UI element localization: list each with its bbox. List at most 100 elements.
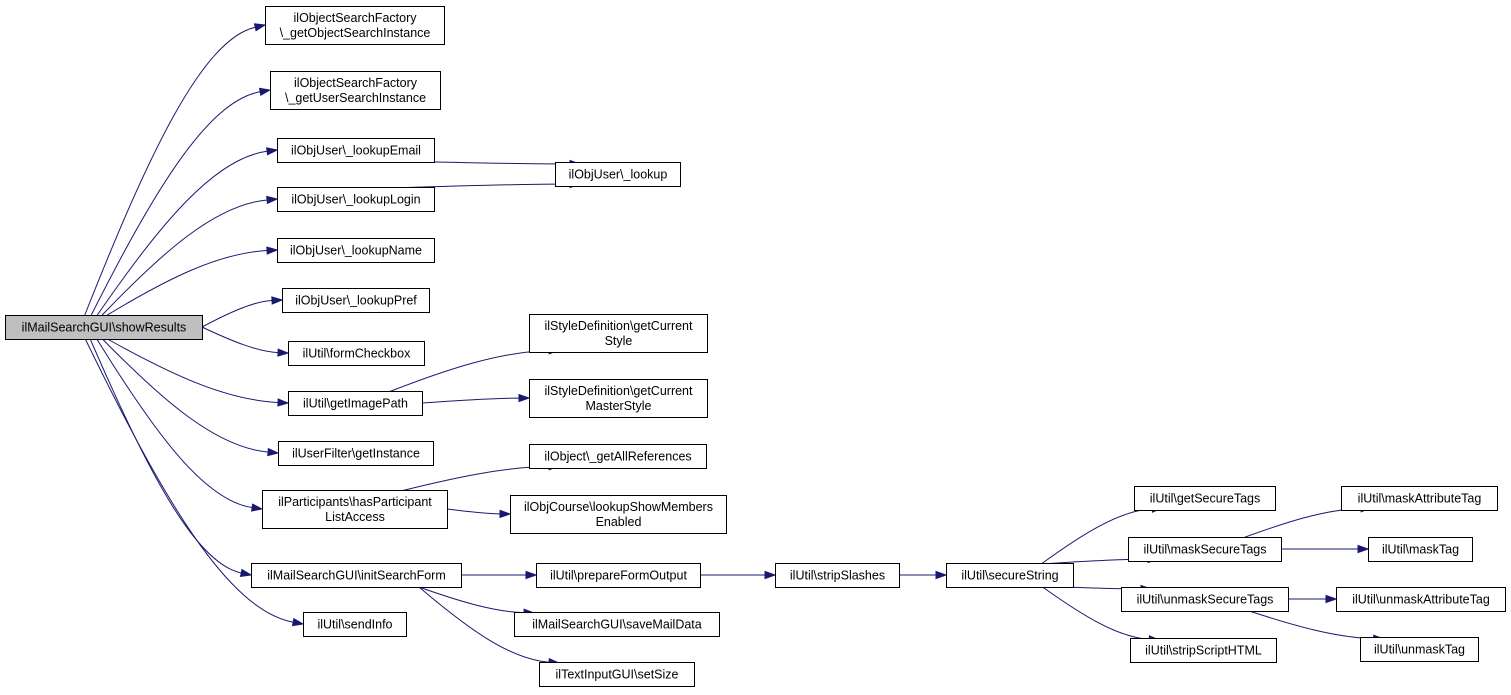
edge-show-results-to-get-image-path <box>107 338 290 407</box>
arrowhead <box>764 570 777 580</box>
edge-line <box>107 250 268 316</box>
node-box <box>270 71 441 110</box>
node-get-image-path[interactable]: ilUtil\getImagePath <box>288 391 423 416</box>
node-box <box>1368 537 1473 562</box>
node-strip-script-html[interactable]: ilUtil\stripScriptHTML <box>1130 638 1277 663</box>
node-label: ilObjUser\_lookupPref <box>295 294 417 308</box>
node-get-all-references[interactable]: ilObject\_getAllReferences <box>529 444 707 469</box>
node-box <box>277 187 435 212</box>
node-box <box>1128 537 1282 562</box>
node-box <box>1341 486 1498 511</box>
node-box <box>539 662 695 687</box>
edge-line <box>107 338 279 403</box>
node-get-instance[interactable]: ilUserFilter\getInstance <box>278 441 434 466</box>
arrowhead <box>266 147 279 156</box>
node-get-secure-tags[interactable]: ilUtil\getSecureTags <box>1134 486 1276 511</box>
edge-show-results-to-lookup-email <box>96 147 279 316</box>
node-mask-tag[interactable]: ilUtil\maskTag <box>1368 537 1473 562</box>
arrowhead <box>253 23 267 32</box>
edge-line <box>1246 609 1374 640</box>
node-lookup-name[interactable]: ilObjUser\_lookupName <box>277 238 435 263</box>
node-label: \_getUserSearchInstance <box>285 91 426 105</box>
node-lookup[interactable]: ilObjUser\_lookup <box>555 162 681 187</box>
node-box <box>1130 638 1277 663</box>
node-show-results[interactable]: ilMailSearchGUI\showResults <box>5 315 203 340</box>
node-save-mail-data[interactable]: ilMailSearchGUI\saveMailData <box>514 612 720 637</box>
node-box <box>536 563 701 588</box>
edge-line <box>102 338 269 453</box>
edge-line <box>201 299 273 328</box>
node-label: ilUtil\unmaskAttributeTag <box>1352 593 1490 607</box>
edge-show-results-to-get-user-search-instance <box>90 87 272 316</box>
edge-line <box>96 150 268 316</box>
node-label: ilUtil\formCheckbox <box>303 347 411 361</box>
edge-line <box>1242 507 1362 539</box>
node-lookup-login[interactable]: ilObjUser\_lookupLogin <box>277 187 435 212</box>
node-lookup-email[interactable]: ilObjUser\_lookupEmail <box>277 138 435 163</box>
node-label: ilObject\_getAllReferences <box>544 450 691 464</box>
node-get-user-search-instance[interactable]: ilObjectSearchFactory\_getUserSearchInst… <box>270 71 441 110</box>
node-box <box>1134 486 1276 511</box>
node-mask-attribute-tag[interactable]: ilUtil\maskAttributeTag <box>1341 486 1498 511</box>
node-box <box>529 314 708 353</box>
arrowhead <box>266 246 279 255</box>
node-unmask-secure-tags[interactable]: ilUtil\unmaskSecureTags <box>1121 587 1289 612</box>
node-label: ilUtil\secureString <box>961 569 1058 583</box>
edge-line <box>90 91 261 316</box>
node-label: ilObjUser\_lookupLogin <box>291 193 420 207</box>
node-send-info[interactable]: ilUtil\sendInfo <box>303 612 407 637</box>
node-set-size[interactable]: ilTextInputGUI\setSize <box>539 662 695 687</box>
node-form-checkbox[interactable]: ilUtil\formCheckbox <box>288 341 425 366</box>
edge-show-results-to-get-instance <box>102 338 280 457</box>
arrowhead <box>291 617 305 627</box>
node-box <box>529 379 708 418</box>
node-label: ilUserFilter\getInstance <box>292 447 420 461</box>
edge-lookup-login-to-lookup <box>394 179 582 189</box>
node-box <box>775 563 900 588</box>
edge-line <box>84 26 256 316</box>
edge-line <box>421 397 520 404</box>
node-label: ilMailSearchGUI\initSearchForm <box>267 569 446 583</box>
node-box <box>282 288 430 313</box>
node-init-search-form[interactable]: ilMailSearchGUI\initSearchForm <box>251 563 462 588</box>
edge-show-results-to-lookup-pref <box>201 296 284 328</box>
node-box <box>5 315 203 340</box>
node-label: ilMailSearchGUI\showResults <box>22 321 187 335</box>
edge-line <box>400 465 550 492</box>
node-label: MasterStyle <box>586 399 652 413</box>
edge-prepare-form-output-to-strip-slashes <box>700 570 777 580</box>
node-box <box>262 490 448 529</box>
node-secure-string[interactable]: ilUtil\secureString <box>946 563 1074 588</box>
node-box <box>1121 587 1289 612</box>
node-box <box>288 391 423 416</box>
node-mask-secure-tags[interactable]: ilUtil\maskSecureTags <box>1128 537 1282 562</box>
node-label: ilStyleDefinition\getCurrent <box>545 384 694 398</box>
node-get-object-search-instance[interactable]: ilObjectSearchFactory\_getObjectSearchIn… <box>265 6 445 45</box>
node-label: ilUtil\sendInfo <box>317 618 392 632</box>
arrowhead <box>267 447 280 457</box>
node-unmask-tag[interactable]: ilUtil\unmaskTag <box>1360 637 1479 662</box>
node-box <box>288 341 425 366</box>
node-unmask-attribute-tag[interactable]: ilUtil\unmaskAttributeTag <box>1336 587 1506 612</box>
node-label: ilUtil\unmaskTag <box>1374 643 1465 657</box>
edge-has-participant-list-access-to-lookup-show-members-enabled <box>446 508 512 519</box>
arrowhead <box>277 348 290 357</box>
node-lookup-pref[interactable]: ilObjUser\_lookupPref <box>282 288 430 313</box>
edge-show-results-to-has-participant-list-access <box>96 338 264 512</box>
edge-unmask-secure-tags-to-unmask-attribute-tag <box>1288 594 1338 604</box>
arrowhead <box>251 503 264 512</box>
node-label: ilObjUser\_lookup <box>569 168 668 182</box>
node-label: ilObjectSearchFactory <box>294 11 418 25</box>
node-prepare-form-output[interactable]: ilUtil\prepareFormOutput <box>536 563 701 588</box>
edge-get-image-path-to-get-current-master-style <box>421 393 531 404</box>
nodes-layer: ilMailSearchGUI\showResults ilObjectSearc… <box>5 6 1506 687</box>
node-strip-slashes[interactable]: ilUtil\stripSlashes <box>775 563 900 588</box>
node-box <box>1336 587 1506 612</box>
node-label: \_getObjectSearchInstance <box>280 26 431 40</box>
node-box <box>514 612 720 637</box>
